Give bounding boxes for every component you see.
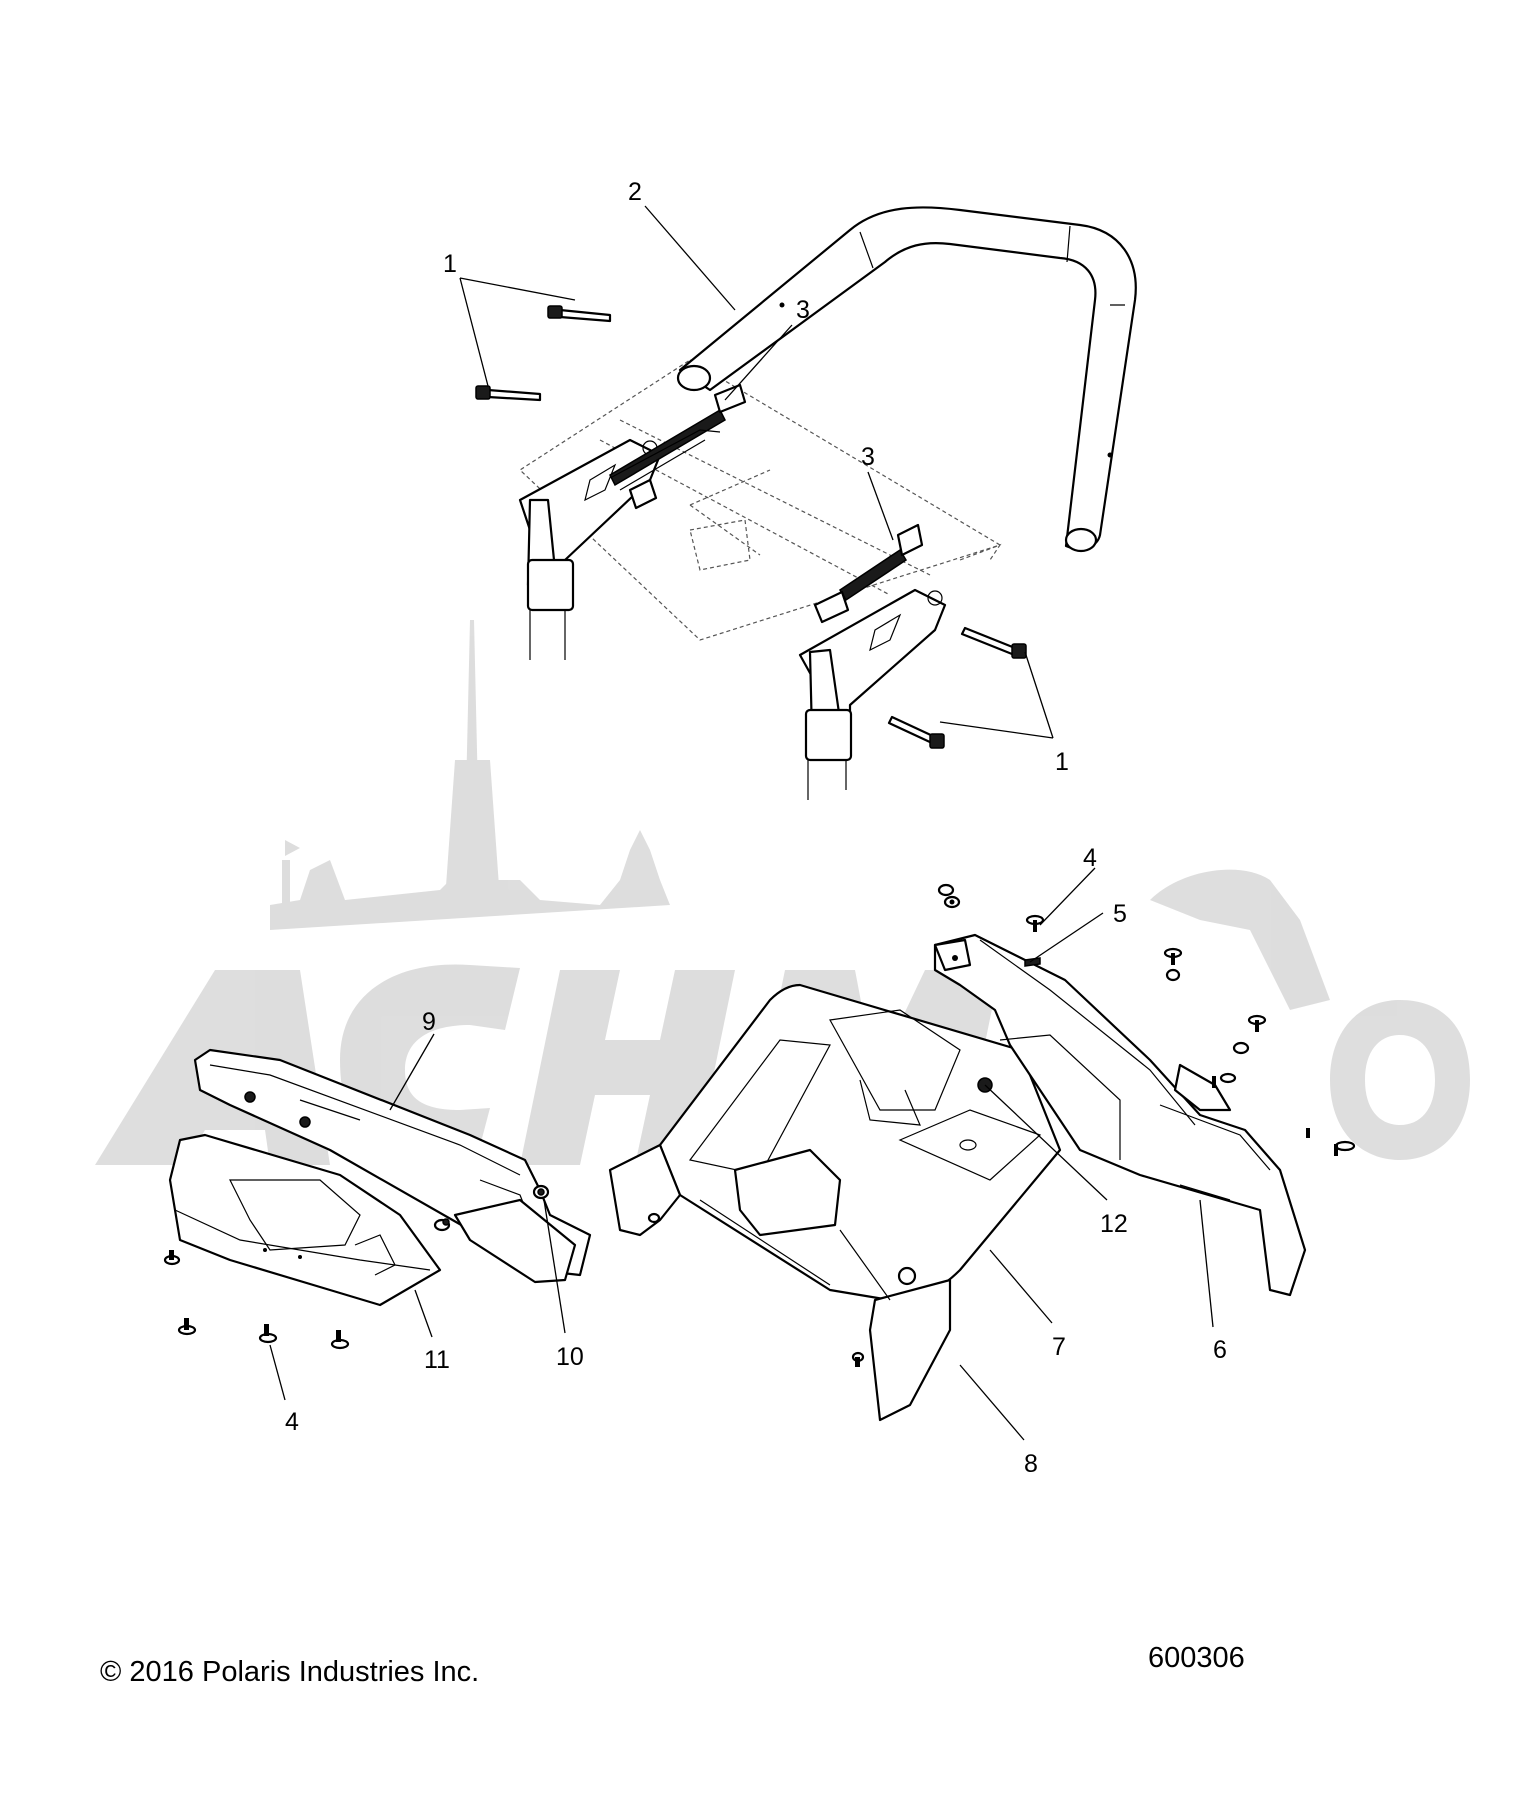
callout-8: 8 [1024, 1450, 1038, 1478]
callout-4: 4 [1083, 844, 1097, 872]
callout-6: 6 [1213, 1336, 1227, 1364]
bolt-1 [547, 305, 612, 323]
roll-bar-assembly [475, 206, 1137, 800]
callout-10: 10 [556, 1343, 584, 1371]
rear-body-assembly [163, 883, 1356, 1422]
diagram-number: 600306 [1148, 1642, 1245, 1674]
leader-lines [269, 205, 1214, 1441]
callout-3: 3 [861, 443, 875, 471]
bolt-2 [475, 385, 542, 402]
bolt-4 [887, 715, 945, 749]
callout-2: 2 [628, 178, 642, 206]
callout-1: 1 [443, 250, 457, 278]
callout-1: 1 [1055, 748, 1069, 776]
callout-3: 3 [796, 296, 810, 324]
bolt-3 [960, 626, 1027, 659]
copyright-notice: © 2016 Polaris Industries Inc. [100, 1656, 480, 1688]
callout-labels: 1 2 3 3 1 4 5 9 12 7 6 11 10 4 8 [285, 178, 1227, 1478]
callout-7: 7 [1052, 1333, 1066, 1361]
left-lower-panel [168, 1133, 442, 1307]
callout-5: 5 [1113, 900, 1127, 928]
callout-11: 11 [424, 1346, 450, 1374]
callout-9: 9 [422, 1008, 436, 1036]
callout-4: 4 [285, 1408, 299, 1436]
callout-12: 12 [1100, 1210, 1128, 1238]
